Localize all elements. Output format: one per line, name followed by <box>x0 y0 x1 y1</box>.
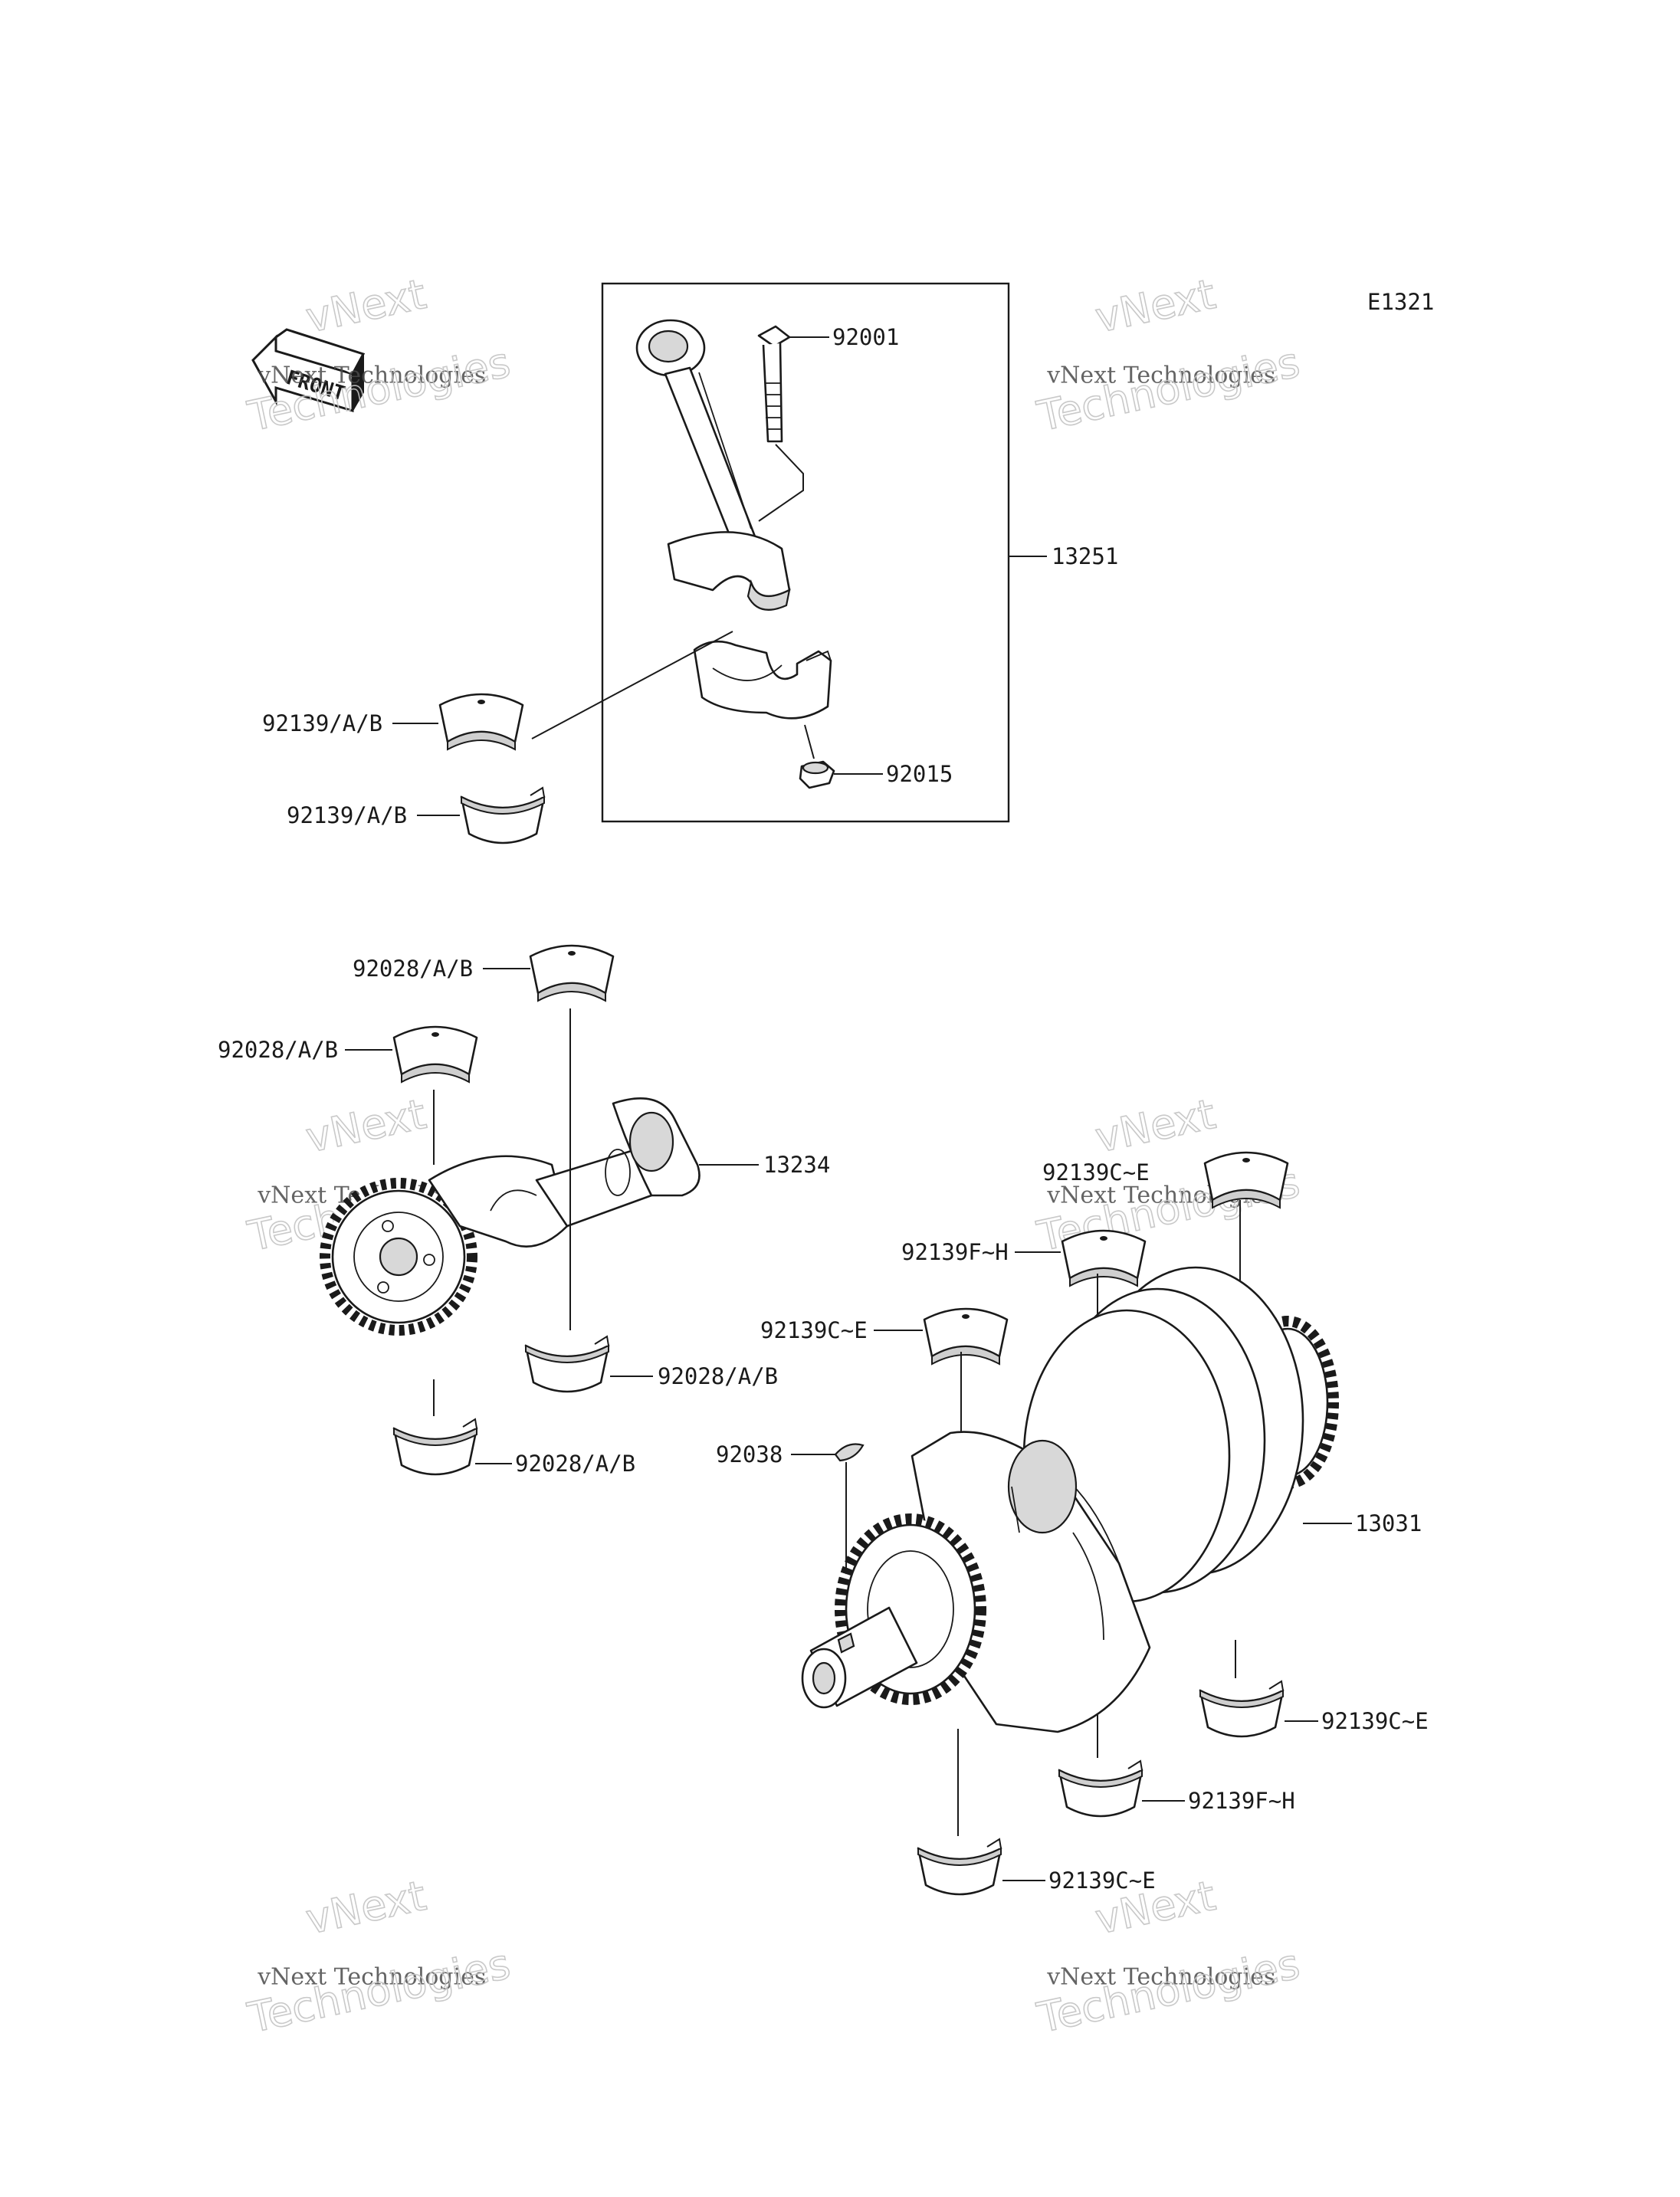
balancer-bearing-top <box>529 944 615 1002</box>
svg-text:vNext Technologies: vNext Technologies <box>257 362 486 389</box>
svg-text:Technologies: Technologies <box>1033 338 1304 441</box>
svg-text:vNext Technologies: vNext Technologies <box>257 1963 486 1990</box>
front-arrow-icon: FRONT <box>251 328 366 413</box>
rod-bearing-lower <box>460 786 546 844</box>
watermark-5: vNext vNext Technologies Technologies <box>243 1871 515 2043</box>
main-bearing-upper-center <box>1061 1229 1147 1287</box>
label-balancer-bearing-left[interactable]: 92028/A/B <box>218 1037 338 1063</box>
label-balancer-shaft[interactable]: 13234 <box>763 1152 830 1178</box>
connecting-rod-cap <box>693 640 832 720</box>
label-main-bearing-lower-left[interactable]: 92139C~E <box>1048 1867 1156 1894</box>
svg-text:vNext: vNext <box>302 270 430 342</box>
label-balancer-bearing-lower-right[interactable]: 92028/A/B <box>658 1363 778 1389</box>
label-woodruff-key[interactable]: 92038 <box>716 1441 783 1467</box>
balancer-bearing-lower-left <box>392 1418 478 1476</box>
svg-text:vNext: vNext <box>302 1871 430 1943</box>
main-bearing-lower-left <box>917 1838 1002 1896</box>
label-rod-bearing-lower[interactable]: 92139/A/B <box>287 802 407 828</box>
label-main-bearing-lower-center[interactable]: 92139F~H <box>1188 1788 1295 1814</box>
svg-text:Technologies: Technologies <box>1033 1940 1304 2042</box>
label-bolt[interactable]: 92001 <box>832 324 899 350</box>
leader-bolt-to-rod <box>758 444 804 522</box>
label-nut[interactable]: 92015 <box>886 761 953 787</box>
label-crankshaft[interactable]: 13031 <box>1355 1510 1422 1536</box>
label-rod-assy[interactable]: 13251 <box>1052 543 1118 569</box>
label-main-bearing-upper-right[interactable]: 92139C~E <box>1042 1159 1150 1185</box>
woodruff-key <box>834 1443 865 1462</box>
diagram-code: E1321 <box>1367 289 1434 315</box>
leader-cap-nut <box>804 724 815 759</box>
label-balancer-bearing-lower-left[interactable]: 92028/A/B <box>515 1451 635 1477</box>
crankshaft <box>801 1266 1339 1733</box>
balancer-shaft <box>320 1097 701 1336</box>
connecting-rod <box>635 319 791 611</box>
rod-nut <box>799 760 835 789</box>
svg-text:vNext: vNext <box>1091 270 1219 342</box>
rod-bolt <box>757 325 791 443</box>
connecting-rod-assy-box <box>601 282 1010 823</box>
rod-bearing-upper <box>438 693 524 751</box>
label-main-bearing-lower-right[interactable]: 92139C~E <box>1321 1708 1429 1734</box>
svg-text:vNext: vNext <box>302 1090 430 1162</box>
balancer-bearing-left <box>392 1025 478 1084</box>
watermark-2: vNext vNext Technologies Technologies <box>1032 269 1304 441</box>
svg-text:Technologies: Technologies <box>244 1940 514 2042</box>
main-bearing-lower-center <box>1058 1759 1144 1818</box>
main-bearing-lower-right <box>1199 1680 1285 1738</box>
svg-text:vNext Technologies: vNext Technologies <box>1046 362 1275 389</box>
label-rod-bearing-upper[interactable]: 92139/A/B <box>262 710 382 736</box>
label-balancer-bearing-top[interactable]: 92028/A/B <box>353 956 473 982</box>
main-bearing-upper-left <box>923 1307 1009 1366</box>
label-main-bearing-upper-left[interactable]: 92139C~E <box>760 1317 868 1343</box>
svg-text:vNext Technologies: vNext Technologies <box>1046 1963 1275 1990</box>
leader-bearing-to-rod <box>531 631 733 739</box>
balancer-bearing-lower-right <box>524 1335 610 1393</box>
label-main-bearing-upper-center[interactable]: 92139F~H <box>901 1239 1009 1265</box>
svg-text:vNext: vNext <box>1091 1090 1219 1162</box>
